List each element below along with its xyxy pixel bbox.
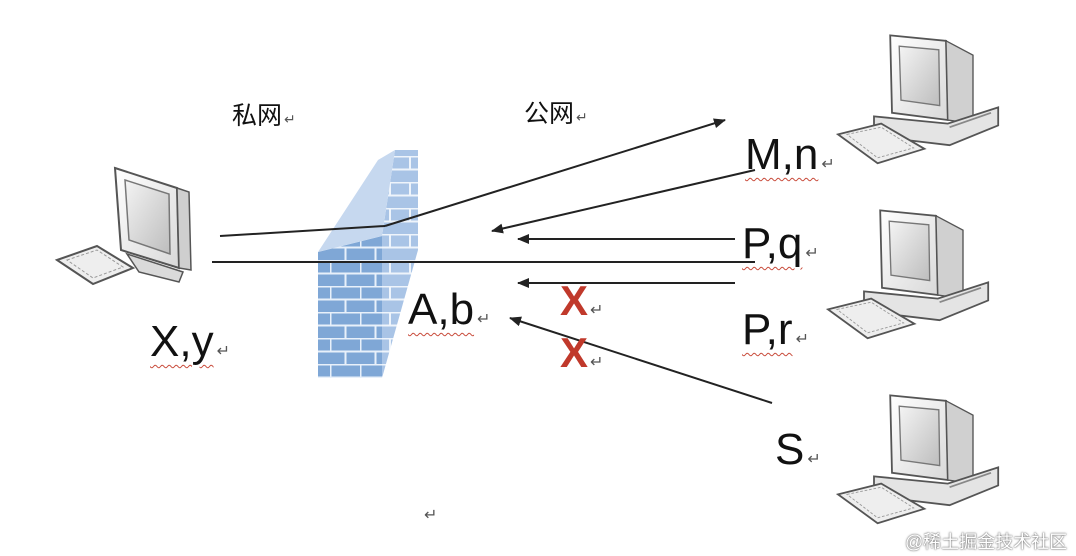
connection-lines xyxy=(212,118,773,404)
blocked-mark: X↵ xyxy=(560,332,603,374)
return-mark: ↵ xyxy=(821,156,835,173)
watermark: @稀土掘金技术社区 xyxy=(905,532,1068,552)
computer-icon xyxy=(54,166,192,286)
public-network-label: 公网↵ xyxy=(524,94,588,130)
node-text: S xyxy=(775,425,805,474)
return-mark: ↵ xyxy=(805,245,819,262)
local-host-label: X,y↵ xyxy=(150,320,230,364)
blocked-mark-text: X xyxy=(560,329,589,376)
node-text: A,b xyxy=(408,285,475,334)
remote-host-pq-label: P,q↵ xyxy=(742,222,819,266)
return-mark: ↵ xyxy=(576,110,588,126)
computer-icon xyxy=(835,34,1000,165)
return-mark: ↵ xyxy=(807,451,821,468)
node-text: X,y xyxy=(150,317,214,366)
remote-host-pr-label: P,r↵ xyxy=(742,308,809,352)
reply-arrow-mn xyxy=(491,169,756,234)
nat-address-label: A,b↵ xyxy=(408,288,490,332)
firewall-icon xyxy=(318,150,418,378)
outbound-arrow xyxy=(384,118,726,227)
return-mark: ↵ xyxy=(590,302,604,319)
zone-text: 公网 xyxy=(524,99,575,128)
outbound-mapping-line xyxy=(219,225,386,237)
blocked-mark: X↵ xyxy=(560,280,603,322)
zone-text: 私网 xyxy=(232,101,283,130)
return-mark: ↵ xyxy=(590,354,604,371)
node-text: P,q xyxy=(742,219,803,268)
blocked-mark-text: X xyxy=(560,277,589,324)
computer-icon xyxy=(825,209,990,340)
computer-icon xyxy=(835,394,1000,525)
remote-host-mn-label: M,n↵ xyxy=(745,133,835,177)
return-mark: ↵ xyxy=(284,112,296,128)
blocked-s-arrow xyxy=(509,316,773,404)
return-mark: ↵ xyxy=(795,331,809,348)
node-text: P,r xyxy=(742,305,793,354)
node-text: M,n xyxy=(745,130,819,179)
return-mark: ↵ xyxy=(477,311,491,328)
return-mark: ↵ xyxy=(216,343,230,360)
remote-host-s-label: S↵ xyxy=(775,428,821,472)
return-mark: ↵ xyxy=(424,505,438,524)
private-network-label: 私网↵ xyxy=(232,96,296,132)
